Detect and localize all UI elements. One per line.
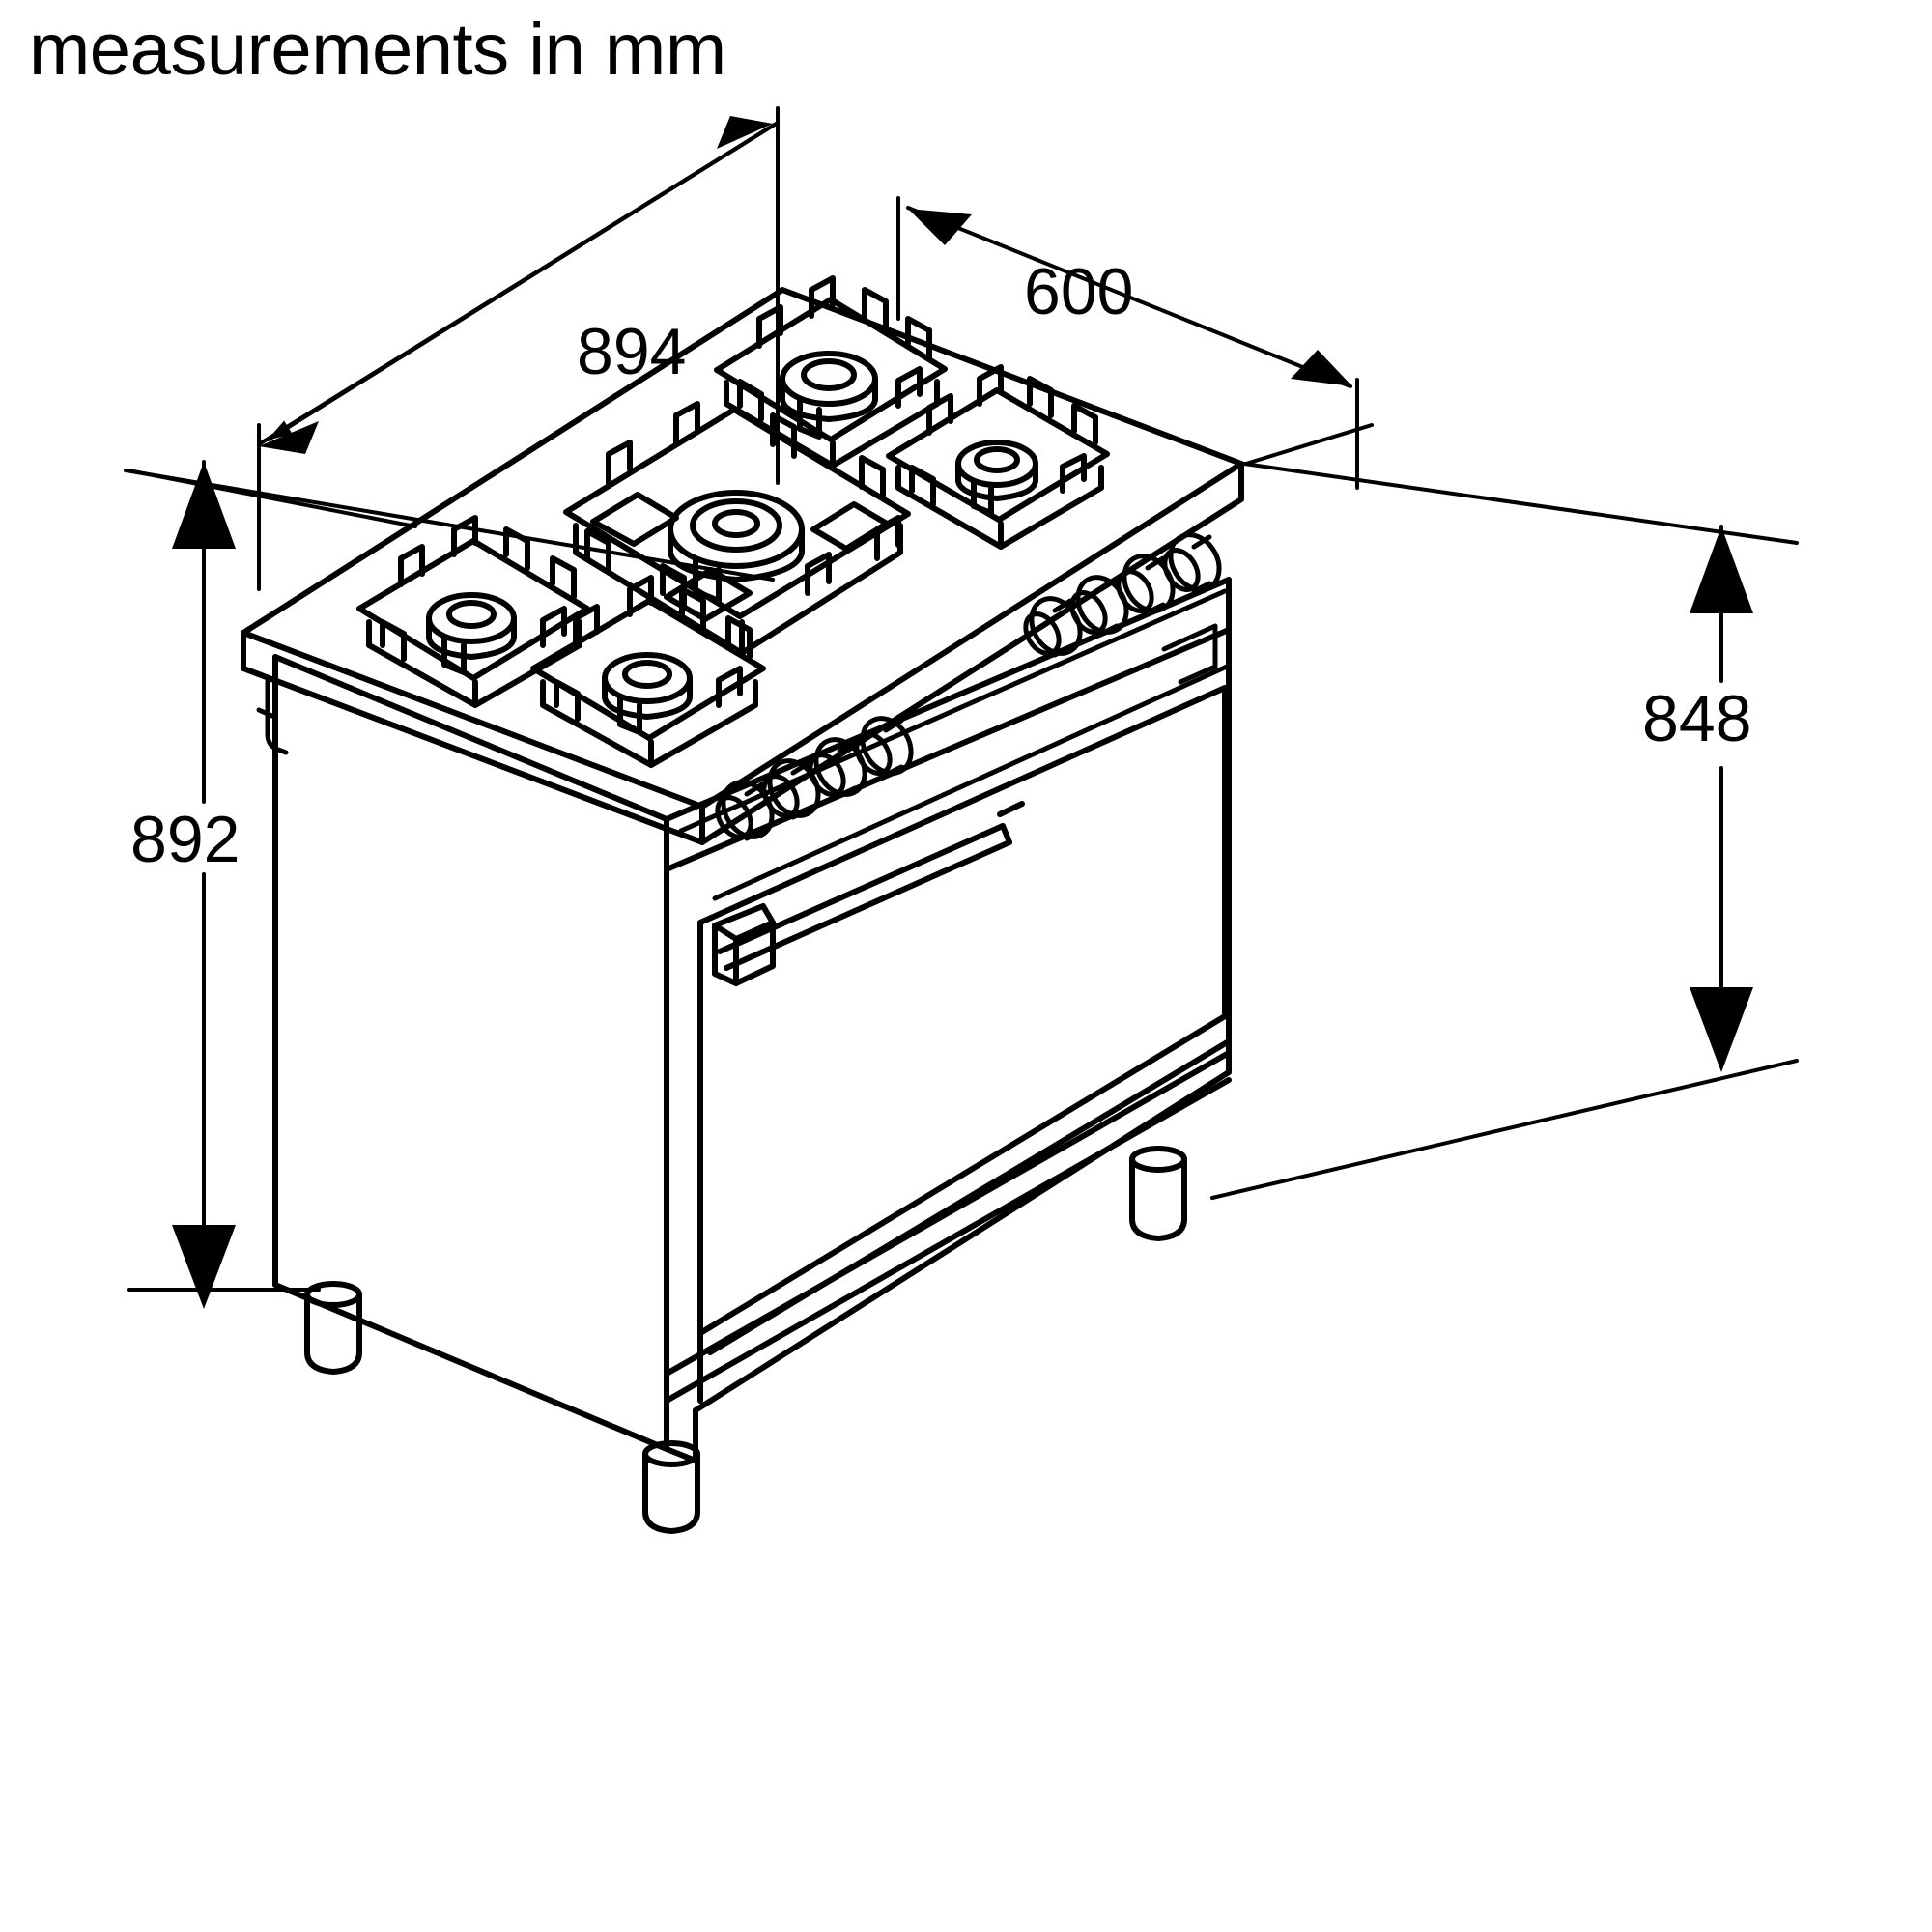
burner-cap-wok <box>668 490 805 604</box>
plinth-trim <box>664 1050 1232 1404</box>
dimension-label-width: 894 <box>577 315 687 388</box>
control-knobs-upper-row <box>1023 532 1222 658</box>
knob <box>715 780 775 841</box>
burner-cap <box>780 351 878 440</box>
front-right-burner <box>530 575 766 768</box>
dimension-894 <box>124 106 780 591</box>
front-left-burner <box>356 515 590 708</box>
oven-door <box>697 685 1232 1404</box>
oven-door-handle <box>712 801 1025 986</box>
knob <box>854 716 914 778</box>
foot-right <box>1129 1146 1187 1241</box>
dimension-label-height-worktop: 848 <box>1642 682 1752 755</box>
page-title: measurements in mm <box>29 9 726 91</box>
dimension-848 <box>1210 462 1799 1200</box>
burner-cap <box>602 652 693 735</box>
left-hinge-detail <box>256 678 289 755</box>
knob <box>1162 532 1222 594</box>
dimension-label-depth: 600 <box>1024 255 1134 328</box>
foot-front-center <box>642 1440 700 1534</box>
foot-front-left <box>304 1281 362 1375</box>
dimension-600 <box>896 196 1374 490</box>
burner-cap <box>955 440 1038 516</box>
control-knobs-lower-row <box>715 716 914 841</box>
knob <box>1069 575 1129 637</box>
dimension-892 <box>127 460 417 1309</box>
knob <box>1116 554 1176 615</box>
rear-right-burner <box>886 364 1110 550</box>
dimension-label-height-total: 892 <box>130 803 241 876</box>
knob <box>1023 596 1083 658</box>
rear-left-burner <box>714 275 948 469</box>
center-wok-burner <box>563 401 911 656</box>
burner-cap <box>426 592 517 675</box>
cooker-left-side-panel <box>272 654 669 1452</box>
